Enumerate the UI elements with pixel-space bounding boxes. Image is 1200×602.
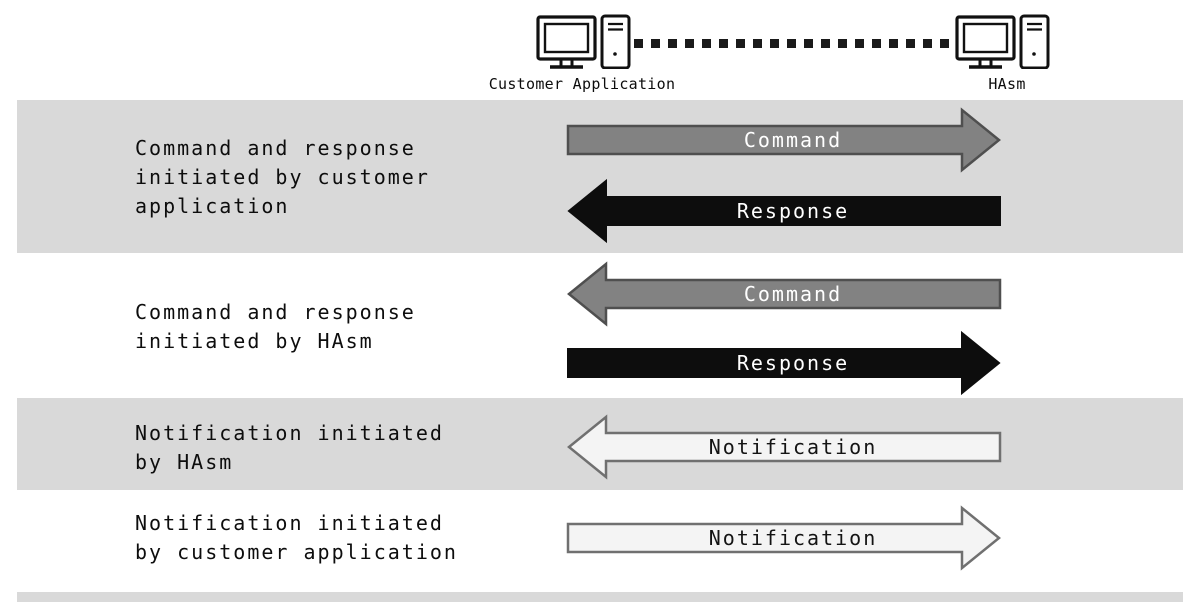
computer-icon bbox=[955, 9, 1051, 69]
arrow-label: Command bbox=[743, 128, 843, 152]
row-description: Command and response initiated by HAsm bbox=[135, 300, 416, 353]
arrow-response-right: Response bbox=[567, 330, 1001, 396]
arrow-label: Notification bbox=[708, 435, 878, 459]
dotted-connection-line bbox=[634, 39, 952, 48]
row-description: Notification initiated by HAsm bbox=[135, 421, 444, 474]
arrow-response-left: Response bbox=[567, 178, 1001, 244]
left-node-label: Customer Application bbox=[488, 75, 676, 93]
band-bottom-strip bbox=[17, 592, 1183, 602]
arrow-label: Notification bbox=[708, 526, 878, 550]
arrow-command-left: Command bbox=[567, 261, 1002, 327]
right-node-label: HAsm bbox=[988, 75, 1026, 93]
arrow-label: Response bbox=[736, 199, 850, 223]
arrow-command-right: Command bbox=[566, 107, 1001, 173]
arrow-label: Command bbox=[743, 282, 843, 306]
arrow-notification-right: Notification bbox=[566, 505, 1001, 571]
arrow-label: Response bbox=[736, 351, 850, 375]
row-description: Notification initiated by customer appli… bbox=[135, 511, 458, 564]
row-description: Command and response initiated by custom… bbox=[135, 136, 430, 218]
computer-icon bbox=[536, 9, 632, 69]
arrow-notification-left: Notification bbox=[567, 414, 1002, 480]
